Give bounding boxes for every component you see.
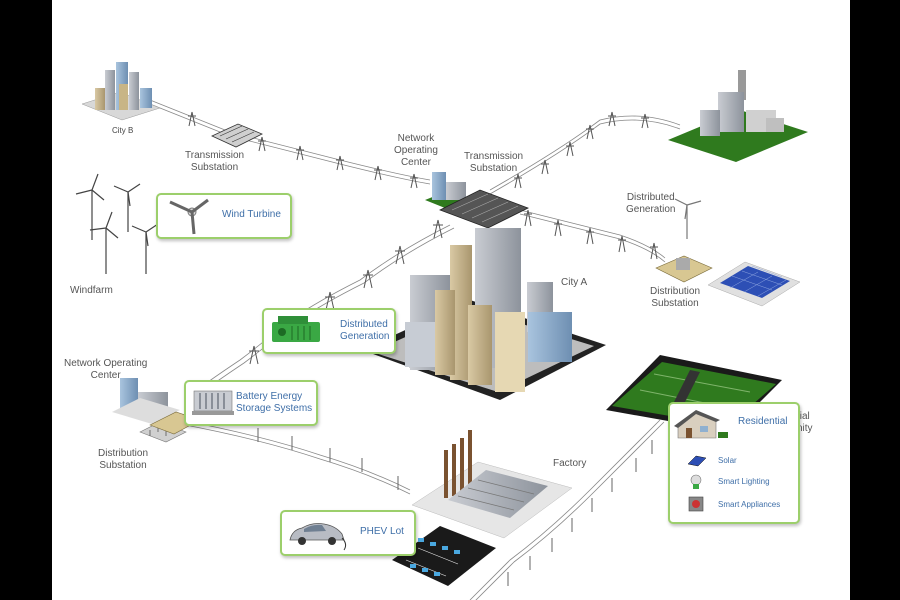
- label-line: Distribution: [650, 286, 700, 298]
- title-line: Battery Energy: [236, 391, 312, 403]
- smart-lighting-icon: [686, 473, 708, 491]
- phev-lot-callout[interactable]: PHEV Lot: [280, 510, 416, 556]
- solar-field: [708, 262, 800, 306]
- line-center-to-right: [520, 210, 665, 258]
- distribution-substation-right: [656, 256, 712, 282]
- smart-appliances-icon: [686, 495, 708, 513]
- label-line: Distributed: [626, 192, 675, 204]
- label-line: Substation: [464, 163, 523, 175]
- residential-callout[interactable]: Residential Solar Smart Lighting Smart A…: [668, 402, 800, 524]
- pylon: [608, 112, 616, 126]
- pylon: [566, 142, 574, 156]
- label-line: Operating: [394, 145, 438, 157]
- factory-label: Factory: [553, 458, 586, 470]
- distributed-generation-callout[interactable]: Distributed Generation: [262, 308, 396, 354]
- diagram-canvas: City B Transmission Substation Network O…: [52, 0, 850, 600]
- label-line: Transmission: [185, 150, 244, 162]
- distributed-generation-callout-title: Distributed Generation: [340, 319, 389, 343]
- pylon: [541, 160, 549, 174]
- wind-turbine-icon: [162, 196, 212, 236]
- city-b-buildings: [82, 62, 160, 120]
- label-line: Network: [394, 133, 438, 145]
- battery-storage-icon: [190, 385, 238, 421]
- line-left-to-factory-2: [180, 424, 410, 494]
- electric-car-icon: [284, 514, 350, 552]
- generator-icon: [266, 312, 336, 350]
- battery-storage-callout[interactable]: Battery Energy Storage Systems: [184, 380, 318, 426]
- transmission-substation-center-label: Transmission Substation: [464, 151, 523, 175]
- label-line: Substation: [185, 162, 244, 174]
- factory: [412, 430, 572, 538]
- residential-item-smart-lighting: Smart Lighting: [718, 477, 770, 486]
- title-line: Generation: [340, 331, 389, 343]
- house-icon: [672, 406, 732, 442]
- label-line: Substation: [650, 298, 700, 310]
- wind-turbine-right: [675, 199, 701, 239]
- label-line: Distribution: [98, 448, 148, 460]
- wind-turbine-callout[interactable]: Wind Turbine: [156, 193, 292, 239]
- title-line: Storage Systems: [236, 403, 312, 415]
- label-line: Center: [394, 157, 438, 169]
- phev-lot-callout-title: PHEV Lot: [360, 526, 404, 538]
- label-line: Center: [64, 370, 147, 382]
- transmission-substation-left-label: Transmission Substation: [185, 150, 244, 174]
- line-center-to-right-2: [520, 214, 665, 262]
- label-line: Generation: [626, 204, 675, 216]
- residential-item-smart-appliances: Smart Appliances: [718, 500, 780, 509]
- network-operating-center-top-label: Network Operating Center: [394, 133, 438, 169]
- solar-icon: [686, 454, 708, 468]
- battery-storage-callout-title: Battery Energy Storage Systems: [236, 391, 312, 415]
- residential-item-solar: Solar: [718, 456, 737, 465]
- label-line: Transmission: [464, 151, 523, 163]
- network-operating-center-left-label: Network Operating Center: [64, 358, 147, 382]
- windfarm-turbines: [76, 174, 158, 274]
- distribution-substation-right-label: Distribution Substation: [650, 286, 700, 310]
- label-line: Network Operating: [64, 358, 147, 370]
- windfarm-label: Windfarm: [70, 285, 113, 297]
- power-plant: [668, 70, 808, 162]
- pylon: [650, 243, 658, 259]
- pylon: [586, 125, 594, 139]
- pylon: [188, 112, 196, 126]
- distributed-generation-right-label: Distributed Generation: [626, 192, 675, 216]
- residential-callout-title: Residential: [738, 416, 787, 428]
- label-line: Substation: [98, 460, 148, 472]
- title-line: Distributed: [340, 319, 389, 331]
- city-a-label: City A: [561, 277, 587, 289]
- distribution-substation-left-label: Distribution Substation: [98, 448, 148, 472]
- wind-turbine-callout-title: Wind Turbine: [222, 209, 281, 221]
- pylon: [363, 270, 373, 288]
- city-b-label: City B: [112, 125, 133, 137]
